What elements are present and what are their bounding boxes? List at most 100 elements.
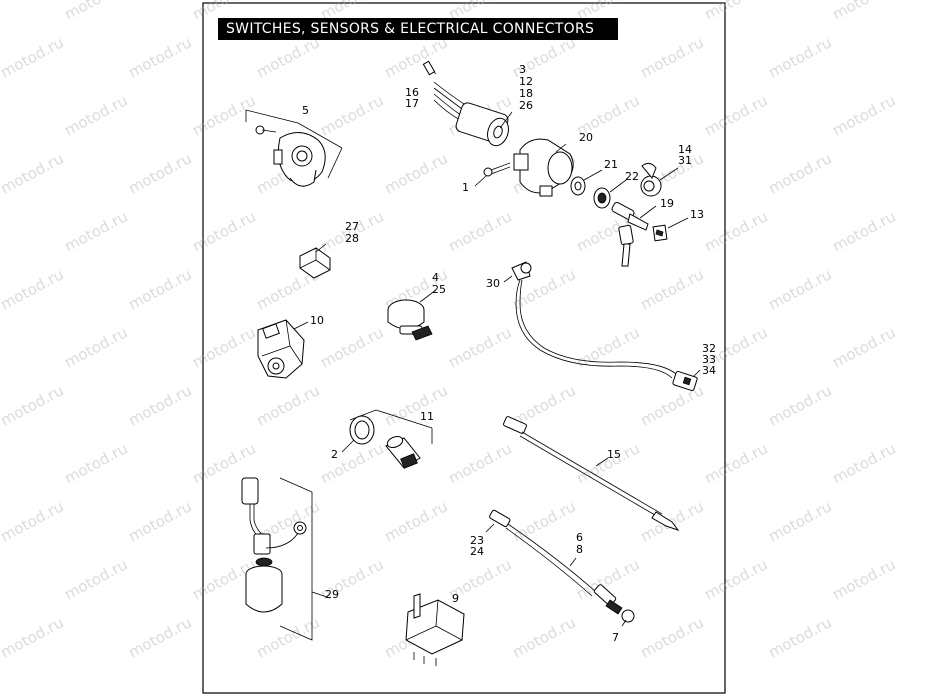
watermark-text: motod.ru <box>765 265 834 313</box>
part-21-washer <box>570 169 603 196</box>
callout-19: 19 <box>660 197 674 210</box>
callout-labels: 5 16 17 3 12 18 26 20 14 31 21 22 1 19 1… <box>302 63 716 644</box>
watermark-text: motod.ru <box>317 439 386 487</box>
watermark-text: motod.ru <box>829 555 898 603</box>
watermark-text: motod.ru <box>701 439 770 487</box>
watermark-text: motod.ru <box>637 265 706 313</box>
callout-17: 17 <box>405 97 419 110</box>
watermark-text: motod.ru <box>317 91 386 139</box>
part-20-lock-cylinder <box>513 138 574 197</box>
part-15-wire-lead <box>503 416 680 531</box>
watermark-text: motod.ru <box>701 555 770 603</box>
callout-22: 22 <box>625 170 639 183</box>
watermark-text: motod.ru <box>0 381 67 429</box>
part-9-relay <box>405 593 465 666</box>
watermark-text: motod.ru <box>189 91 258 139</box>
watermark-text: motod.ru <box>829 91 898 139</box>
part-14-key-cap <box>640 162 679 197</box>
watermark-text: motod.ru <box>573 439 642 487</box>
watermark-text: motod.ru <box>509 613 578 661</box>
part-ignition-switch <box>422 60 513 147</box>
watermark-text: motod.ru <box>765 381 834 429</box>
callout-1: 1 <box>462 181 469 194</box>
part-5-switch-housing <box>245 109 343 187</box>
watermark-text: motod.ru <box>317 323 386 371</box>
watermark-text: motod.ru <box>189 323 258 371</box>
part-22-nut <box>593 179 627 209</box>
callout-27: 27 <box>345 220 359 233</box>
part-10-switch <box>257 319 309 379</box>
callout-10: 10 <box>310 314 324 327</box>
watermark-text: motod.ru <box>0 613 67 661</box>
diagram-frame <box>202 2 726 694</box>
part-30-sensor-harness <box>503 261 701 392</box>
callout-15: 15 <box>607 448 621 461</box>
part-11-sensor <box>341 409 433 469</box>
watermark-text: motod.ru <box>61 0 130 24</box>
watermark-text: motod.ru <box>125 613 194 661</box>
watermark-text: motod.ru <box>701 207 770 255</box>
callout-33: 33 <box>702 353 716 366</box>
watermark-text: motod.ru <box>445 439 514 487</box>
callout-8: 8 <box>576 543 583 556</box>
watermark-text: motod.ru <box>829 0 898 24</box>
part-6-oxygen-sensor <box>485 509 635 627</box>
callout-20: 20 <box>579 131 593 144</box>
callout-18: 18 <box>519 87 533 100</box>
part-13-id-tag <box>652 217 689 242</box>
watermark-text: motod.ru <box>0 265 67 313</box>
callout-14: 14 <box>678 143 692 156</box>
callout-31: 31 <box>678 154 692 167</box>
watermark-text: motod.ru <box>61 323 130 371</box>
watermark-text: motod.ru <box>125 33 194 81</box>
callout-28: 28 <box>345 232 359 245</box>
watermark-text: motod.ru <box>445 207 514 255</box>
watermark-text: motod.ru <box>61 439 130 487</box>
watermark-text: motod.ru <box>125 497 194 545</box>
watermark-text: motod.ru <box>445 323 514 371</box>
callout-25: 25 <box>432 283 446 296</box>
callout-4: 4 <box>432 271 439 284</box>
callout-13: 13 <box>690 208 704 221</box>
callout-21: 21 <box>604 158 618 171</box>
part-29-sender <box>241 477 331 641</box>
callout-5: 5 <box>302 104 309 117</box>
watermark-text: motod.ru <box>829 323 898 371</box>
watermark-text: motod.ru <box>381 149 450 197</box>
callout-2: 2 <box>331 448 338 461</box>
watermark-text: motod.ru <box>0 149 67 197</box>
watermark-text: motod.ru <box>61 555 130 603</box>
watermark-text: motod.ru <box>637 381 706 429</box>
callout-11: 11 <box>420 410 434 423</box>
watermark-text: motod.ru <box>765 149 834 197</box>
callout-12: 12 <box>519 75 533 88</box>
part-4-pressure-switch <box>387 289 437 341</box>
watermark-text: motod.ru <box>829 439 898 487</box>
part-1-screw <box>474 162 511 187</box>
part-19-keys <box>611 201 657 267</box>
diagram-title: SWITCHES, SENSORS & ELECTRICAL CONNECTOR… <box>218 18 618 40</box>
watermark-text: motod.ru <box>765 33 834 81</box>
watermark-text: motod.ru <box>637 33 706 81</box>
watermark-text: motod.ru <box>0 497 67 545</box>
watermark-text: motod.ru <box>189 207 258 255</box>
watermark-text: motod.ru <box>765 497 834 545</box>
watermark-text: motod.ru <box>381 381 450 429</box>
watermark-text: motod.ru <box>829 207 898 255</box>
watermark-text: motod.ru <box>637 613 706 661</box>
callout-29: 29 <box>325 588 339 601</box>
part-27-fuse <box>299 243 331 279</box>
callout-6: 6 <box>576 531 583 544</box>
callout-30: 30 <box>486 277 500 290</box>
watermark-text: motod.ru <box>765 613 834 661</box>
callout-34: 34 <box>702 364 716 377</box>
callout-7: 7 <box>612 631 619 644</box>
watermark-text: motod.ru <box>381 497 450 545</box>
callout-32: 32 <box>702 342 716 355</box>
watermark-text: motod.ru <box>125 265 194 313</box>
callout-26: 26 <box>519 99 533 112</box>
watermark-text: motod.ru <box>61 207 130 255</box>
watermark-text: motod.ru <box>701 91 770 139</box>
watermark-text: motod.ru <box>125 381 194 429</box>
